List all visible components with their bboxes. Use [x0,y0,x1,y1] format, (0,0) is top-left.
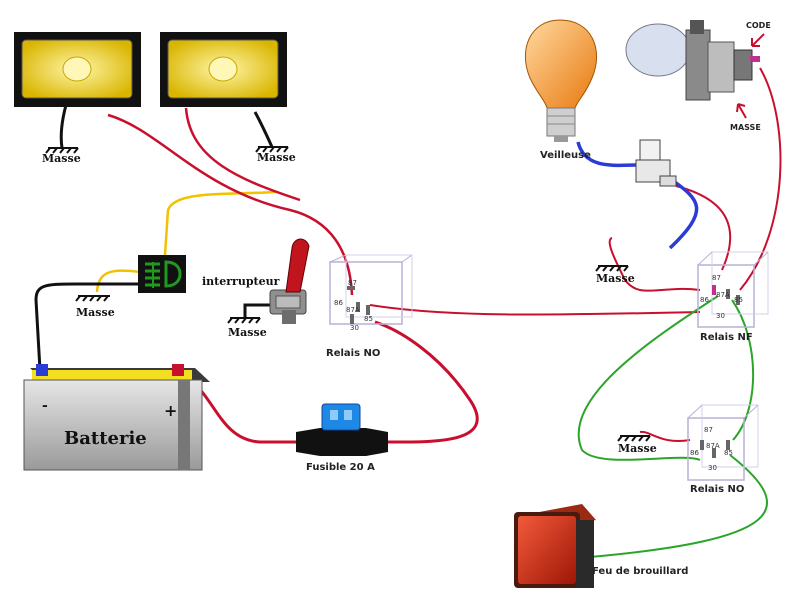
battery [23,364,210,471]
label-relais-nf: Relais NF [700,332,753,343]
label-masse-lamp2: Masse [257,151,296,164]
relay-nf-pin-85: 85 [734,296,743,304]
fog-light-indicator-icon [138,255,186,293]
wire-red-lamp2 [184,107,301,202]
wire-red-relay2-masse [639,430,691,443]
wire-black-lamp1-ground [59,104,68,149]
veilleuse-connector [635,139,677,187]
blade-fuse-icon [296,403,388,456]
relay1-pin-87a: 87A [346,306,360,314]
wire-red-code-nf [739,67,782,291]
relay1-pin-87: 87 [348,279,357,287]
wire-red-fuse-relay30 [374,320,479,444]
label-feu-brouillard: Feu de brouillard [592,566,688,577]
wire-red-nf-masse [608,237,701,292]
ground-symbol-icon [75,295,110,302]
label-relais-no-1: Relais NO [326,348,380,359]
label-masse-lamp1: Masse [42,152,81,165]
label-relais-no-2: Relais NO [690,484,744,495]
wire-green-nf-relay2-85 [731,299,755,441]
wire-green-nf-relay2 [577,295,719,461]
wire-green-relay2-fog [589,454,769,558]
relay1-pin-86: 86 [334,299,343,307]
relay-no-1 [329,254,413,325]
masse-arrow-icon [736,103,747,119]
relay-nf-pin-30: 30 [716,312,725,320]
label-battery-minus: - [42,398,48,414]
relay-nf-pin-87a: 87A [716,291,730,299]
ground-symbol-icon [617,435,651,442]
ground-symbol-icon [45,147,79,154]
veilleuse-bulb [525,19,597,142]
fog-lamp-right [160,32,287,107]
relay2-pin-86: 86 [690,449,699,457]
wire-red-relay-to-nf [369,304,701,316]
relay2-pin-87a: 87A [706,442,720,450]
rear-fog-lamp [514,504,596,588]
label-masse-switch: Masse [228,326,267,339]
label-battery-plus: + [164,401,177,420]
wire-black-lamp2-ground [253,111,274,148]
code-arrow-icon [751,33,765,47]
label-masse-relay-no-2: Masse [618,442,657,455]
label-fusible: Fusible 20 A [306,462,375,473]
ground-symbol-icon [595,265,629,272]
label-code: CODE [746,21,771,30]
relay2-pin-30: 30 [708,464,717,472]
label-masse-relay-nf: Masse [596,272,635,285]
label-masse-headlamp: MASSE [730,123,761,132]
relay2-pin-85: 85 [724,449,733,457]
wire-yellow-indicator [95,190,276,293]
label-batterie: Batterie [64,428,147,449]
relay-nf [697,251,769,328]
wire-black-battery [34,282,140,371]
label-veilleuse: Veilleuse [540,150,591,161]
fog-lamp-left [14,32,141,107]
relay1-pin-85: 85 [364,315,373,323]
wire-red-lamp1 [107,113,354,296]
wire-red-veilleuse-nf [675,185,732,271]
toggle-switch-icon [269,238,310,324]
wire-blue-veilleuse [576,141,699,250]
relay-nf-pin-86: 86 [700,296,709,304]
relay-nf-pin-87: 87 [712,274,721,282]
ground-symbol-icon [255,146,289,153]
relay-no-2 [687,404,759,481]
label-interrupteur: interrupteur [202,275,280,288]
ground-symbol-icon [227,317,261,324]
label-masse-battery: Masse [76,306,115,319]
relay1-pin-30: 30 [350,324,359,332]
headlamp-bulb [625,20,760,101]
relay2-pin-87: 87 [704,426,713,434]
wire-black-switch-ground [243,303,270,318]
